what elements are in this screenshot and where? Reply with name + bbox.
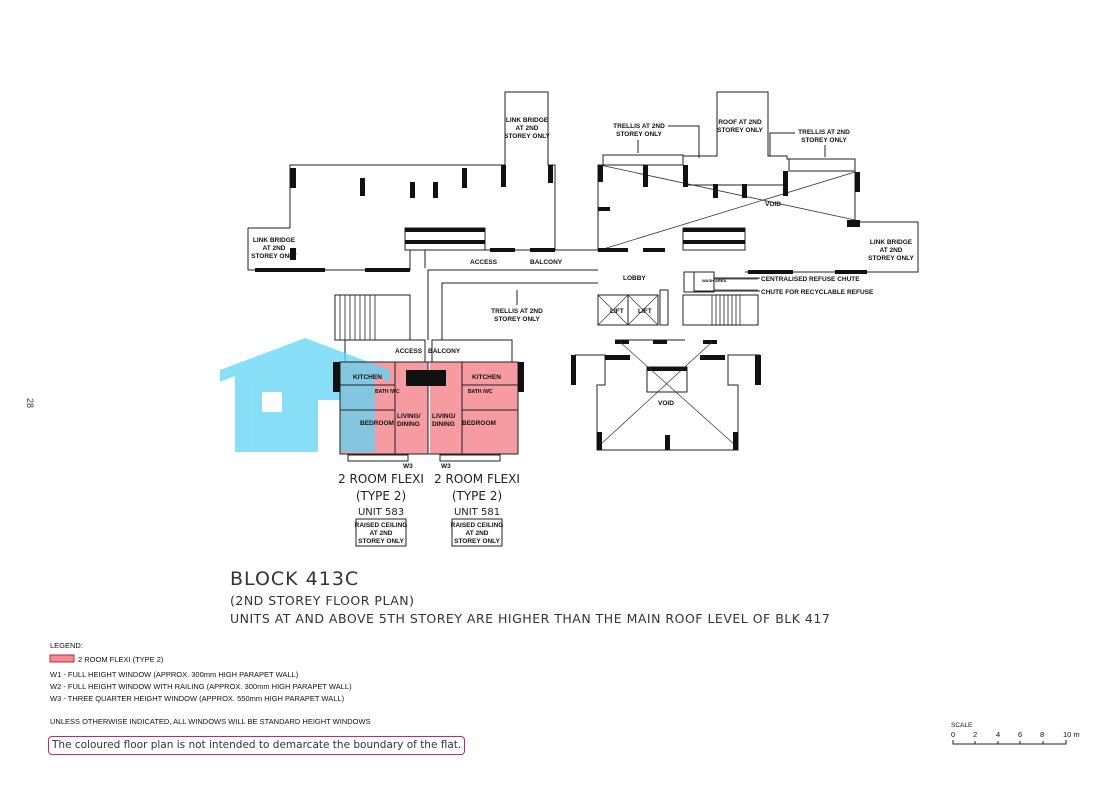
svg-text:RAISED CEILING: RAISED CEILING <box>355 522 408 529</box>
svg-text:UNLESS OTHERWISE INDICATED, AL: UNLESS OTHERWISE INDICATED, ALL WINDOWS … <box>50 717 371 726</box>
svg-text:AT 2ND: AT 2ND <box>263 245 286 252</box>
svg-text:2 ROOM FLEXI: 2 ROOM FLEXI <box>338 472 424 486</box>
scale-bar: SCALE 0 2 4 6 8 10 m <box>951 722 1080 745</box>
svg-text:(TYPE 2): (TYPE 2) <box>356 489 406 503</box>
svg-text:STOREY ONLY: STOREY ONLY <box>494 316 540 323</box>
svg-text:STOREY ONLY: STOREY ONLY <box>454 538 500 545</box>
right-wing <box>597 91 919 274</box>
core <box>427 269 761 451</box>
svg-text:RAISED CEILING: RAISED CEILING <box>451 522 504 529</box>
svg-text:CENTRALISED REFUSE CHUTE: CENTRALISED REFUSE CHUTE <box>761 276 860 283</box>
svg-text:STOREY ONLY: STOREY ONLY <box>504 133 550 140</box>
svg-text:BALCONY: BALCONY <box>530 259 563 266</box>
svg-text:STOREY ONLY: STOREY ONLY <box>717 127 763 134</box>
svg-text:LEGEND:: LEGEND: <box>50 641 83 650</box>
disclaimer-note: The coloured floor plan is not intended … <box>48 736 466 755</box>
svg-text:4: 4 <box>996 730 1000 739</box>
svg-text:TRELLIS AT 2ND: TRELLIS AT 2ND <box>491 308 543 315</box>
bedroom-label-581: BEDROOM <box>462 420 496 427</box>
bath-label-581: BATH /WC <box>468 389 493 395</box>
svg-text:LIFT: LIFT <box>638 308 652 315</box>
svg-text:STOREY ONLY: STOREY ONLY <box>358 538 404 545</box>
svg-text:ROOF AT 2ND: ROOF AT 2ND <box>718 119 762 126</box>
svg-text:2 ROOM FLEXI: 2 ROOM FLEXI <box>434 472 520 486</box>
svg-text:W2 - FULL HEIGHT WINDOW WITH R: W2 - FULL HEIGHT WINDOW WITH RAILING (AP… <box>50 682 352 691</box>
block-note: UNITS AT AND ABOVE 5TH STOREY ARE HIGHER… <box>230 611 830 626</box>
svg-text:LINK BRIDGE: LINK BRIDGE <box>870 239 913 246</box>
dining-label-581: DINING <box>432 421 455 428</box>
living-label-581: LIVING/ <box>432 413 456 420</box>
svg-text:SCALE: SCALE <box>951 722 973 729</box>
block-title: BLOCK 413C <box>230 568 359 590</box>
svg-text:LINK BRIDGE: LINK BRIDGE <box>506 117 549 124</box>
unit-581-caption: 2 ROOM FLEXI (TYPE 2) UNIT 581 RAISED CE… <box>434 472 520 547</box>
units-plan: KITCHEN KITCHEN BATH /WC BATH /WC BEDROO… <box>333 348 524 470</box>
unit-583-caption: 2 ROOM FLEXI (TYPE 2) UNIT 583 RAISED CE… <box>338 472 424 547</box>
svg-text:2: 2 <box>973 730 977 739</box>
svg-text:(TYPE 2): (TYPE 2) <box>452 489 502 503</box>
svg-text:UNIT 581: UNIT 581 <box>454 507 500 518</box>
kitchen-label-581: KITCHEN <box>472 374 501 381</box>
w3-label-583: W3 <box>403 463 413 470</box>
svg-text:6: 6 <box>1018 730 1022 739</box>
svg-text:0: 0 <box>951 730 955 739</box>
legend-swatch <box>49 654 75 663</box>
svg-text:10 m: 10 m <box>1063 730 1080 739</box>
kitchen-label-583: KITCHEN <box>353 374 382 381</box>
svg-text:ACCESS: ACCESS <box>470 259 498 266</box>
svg-text:VOID: VOID <box>765 201 781 208</box>
svg-text:LIFT: LIFT <box>610 308 624 315</box>
block-subtitle: (2ND STOREY FLOOR PLAN) <box>230 593 415 608</box>
svg-text:WASH AREA: WASH AREA <box>702 278 726 283</box>
svg-text:STOREY ONLY: STOREY ONLY <box>868 255 914 262</box>
left-wing <box>247 91 598 341</box>
plan-labels: LINK BRIDGE AT 2ND STOREY ONLY LINK BRID… <box>251 117 914 407</box>
svg-text:AT 2ND: AT 2ND <box>880 247 903 254</box>
svg-text:VOID: VOID <box>658 400 674 407</box>
svg-text:2 ROOM FLEXI (TYPE 2): 2 ROOM FLEXI (TYPE 2) <box>78 655 164 664</box>
watermark-house-icon <box>220 338 390 452</box>
bedroom-label-583: BEDROOM <box>360 420 394 427</box>
w3-label-581: W3 <box>441 463 451 470</box>
legend: LEGEND: 2 ROOM FLEXI (TYPE 2) W1 - FULL … <box>49 641 371 726</box>
svg-text:STOREY ONLY: STOREY ONLY <box>801 137 847 144</box>
svg-text:W1 - FULL HEIGHT WINDOW (APPRO: W1 - FULL HEIGHT WINDOW (APPROX. 300mm H… <box>50 670 299 679</box>
bath-label-583: BATH /WC <box>375 389 400 395</box>
svg-text:W3 - THREE QUARTER HEIGHT WIND: W3 - THREE QUARTER HEIGHT WINDOW (APPROX… <box>50 694 345 703</box>
svg-text:CHUTE FOR RECYCLABLE REFUSE: CHUTE FOR RECYCLABLE REFUSE <box>761 289 874 296</box>
page-number: 28 <box>25 398 35 408</box>
svg-text:LOBBY: LOBBY <box>623 275 646 282</box>
svg-text:TRELLIS AT 2ND: TRELLIS AT 2ND <box>613 123 665 130</box>
svg-text:8: 8 <box>1040 730 1044 739</box>
svg-text:AT 2ND: AT 2ND <box>370 530 393 537</box>
svg-text:AT 2ND: AT 2ND <box>516 125 539 132</box>
living-label-583: LIVING/ <box>397 413 421 420</box>
svg-text:STOREY ONLY: STOREY ONLY <box>616 131 662 138</box>
svg-text:AT 2ND: AT 2ND <box>466 530 489 537</box>
balcony-label-unit: BALCONY <box>428 348 461 355</box>
dining-label-583: DINING <box>397 421 420 428</box>
svg-text:LINK BRIDGE: LINK BRIDGE <box>253 237 296 244</box>
access-label-unit: ACCESS <box>395 348 423 355</box>
svg-text:UNIT 583: UNIT 583 <box>358 507 404 518</box>
svg-text:TRELLIS AT 2ND: TRELLIS AT 2ND <box>798 129 850 136</box>
svg-text:STOREY ONLY: STOREY ONLY <box>251 253 297 260</box>
